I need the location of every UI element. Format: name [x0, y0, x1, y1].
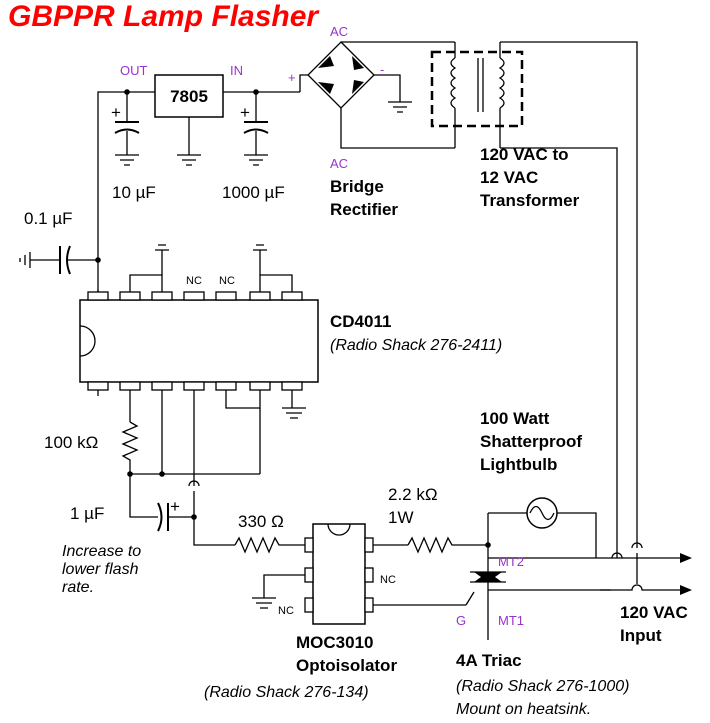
triac-ref-label: (Radio Shack 276-1000) [456, 678, 629, 695]
voltage-regulator: 7805 [154, 74, 224, 118]
cap-1uf-label: 1 µF [70, 504, 104, 523]
ic-part-label: CD4011 [330, 312, 391, 331]
opto-name-label: Optoisolator [296, 656, 397, 675]
bridge-rectifier [299, 41, 412, 113]
rectifier-label-2: Rectifier [330, 200, 398, 219]
regulator-out-label: OUT [120, 63, 148, 78]
lamp-label-3: Lightbulb [480, 455, 557, 474]
transformer-label-1: 120 VAC to [480, 145, 569, 164]
resistor-2-2k-value: 2.2 kΩ [388, 485, 438, 504]
rectifier-minus: - [380, 62, 384, 77]
triac [465, 571, 506, 606]
rectifier-ac-bottom: AC [330, 156, 348, 171]
triac-note-label: Mount on heatsink. [456, 701, 591, 718]
note-line-3: rate. [62, 579, 94, 596]
cap-0-1uf-label: 0.1 µF [24, 209, 73, 228]
opto-nc-2: NC [278, 605, 294, 617]
resistor-2-2k-power: 1W [388, 508, 414, 527]
opto-part-label: MOC3010 [296, 633, 373, 652]
opto-ref-label: (Radio Shack 276-134) [204, 684, 369, 701]
resistor-330-label: 330 Ω [238, 512, 284, 531]
cap-10uf-label: 10 µF [112, 183, 156, 202]
resistor-100k-label: 100 kΩ [44, 433, 98, 452]
input-label-2: Input [620, 626, 662, 645]
transformer-label-3: Transformer [480, 191, 580, 210]
opto-nc-1: NC [380, 574, 396, 586]
svg-text:+: + [240, 103, 250, 122]
resistor-330 [234, 536, 305, 554]
lamp-label-2: Shatterproof [480, 432, 582, 451]
lamp-label-1: 100 Watt [480, 409, 550, 428]
rectifier-ac-top: AC [330, 24, 348, 39]
cd4011-chip [79, 291, 319, 391]
input-label-1: 120 VAC [620, 603, 688, 622]
svg-text:+: + [111, 103, 121, 122]
regulator-in-label: IN [230, 63, 243, 78]
rectifier-label-1: Bridge [330, 177, 384, 196]
lightbulb [526, 497, 558, 529]
transformer-label-2: 12 VAC [480, 168, 538, 187]
triac-part-label: 4A Triac [456, 651, 522, 670]
triac-gate-label: G [456, 613, 466, 628]
capacitor-0-1uf [19, 245, 98, 275]
capacitor-10uf: + [111, 92, 140, 166]
triac-mt1-label: MT1 [498, 613, 524, 628]
ic-nc-1: NC [186, 275, 202, 287]
ic-ref-label: (Radio Shack 276-2411) [330, 337, 502, 354]
note-line-1: Increase to [62, 543, 141, 560]
triac-mt2-label: MT2 [498, 554, 524, 569]
resistor-2-2k [407, 536, 488, 554]
cap-1000uf-label: 1000 µF [222, 183, 285, 202]
note-line-2: lower flash [62, 561, 139, 578]
rectifier-plus: + [288, 70, 296, 85]
ic-nc-2: NC [219, 275, 235, 287]
capacitor-1uf: + [129, 474, 235, 546]
capacitor-1000uf: + [240, 92, 269, 166]
svg-text:7805: 7805 [170, 87, 208, 106]
svg-text:+: + [170, 497, 180, 516]
resistor-100k [121, 421, 139, 474]
page-title: GBPPR Lamp Flasher [8, 0, 320, 33]
transformer [430, 42, 524, 148]
moc3010-chip [304, 523, 374, 625]
